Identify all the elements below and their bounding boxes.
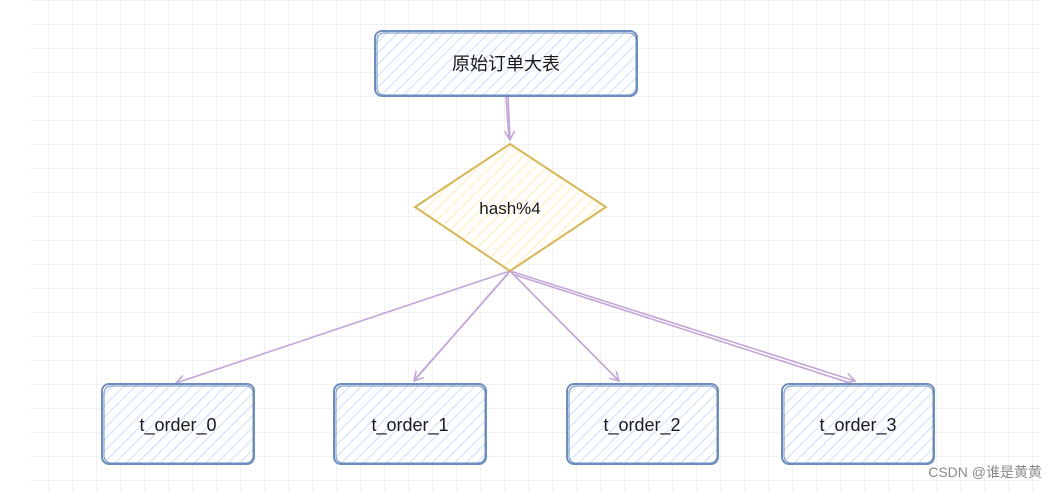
root-node[interactable]: 原始订单大表: [374, 30, 638, 97]
decision-node-label: hash%4: [479, 199, 540, 218]
arrow-decision-to-t-order-2: [509, 270, 621, 383]
table-node-label: t_order_2: [603, 415, 680, 436]
table-node-t-order-3[interactable]: t_order_3: [781, 383, 935, 465]
arrow-decision-to-t-order-0: [174, 270, 511, 386]
watermark: CSDN @谁是黄黄: [928, 464, 1042, 480]
arrow-root-to-decision-sketch: [505, 96, 510, 139]
root-node-label: 原始订单大表: [452, 54, 560, 74]
table-node-t-order-0[interactable]: t_order_0: [101, 383, 255, 465]
arrow-decision-to-t-order-3-sketch: [511, 273, 851, 384]
table-node-t-order-2[interactable]: t_order_2: [566, 383, 719, 465]
table-node-t-order-1[interactable]: t_order_1: [333, 383, 487, 465]
arrow-root-to-decision: [503, 95, 516, 142]
arrow-decision-to-t-order-1-sketch: [415, 273, 509, 379]
arrow-decision-to-t-order-3: [509, 270, 857, 384]
table-node-label: t_order_1: [371, 415, 448, 436]
table-node-label: t_order_3: [819, 415, 896, 436]
table-node-label: t_order_0: [139, 415, 216, 436]
decision-node[interactable]: hash%4: [413, 142, 608, 273]
connectors: [174, 95, 857, 386]
